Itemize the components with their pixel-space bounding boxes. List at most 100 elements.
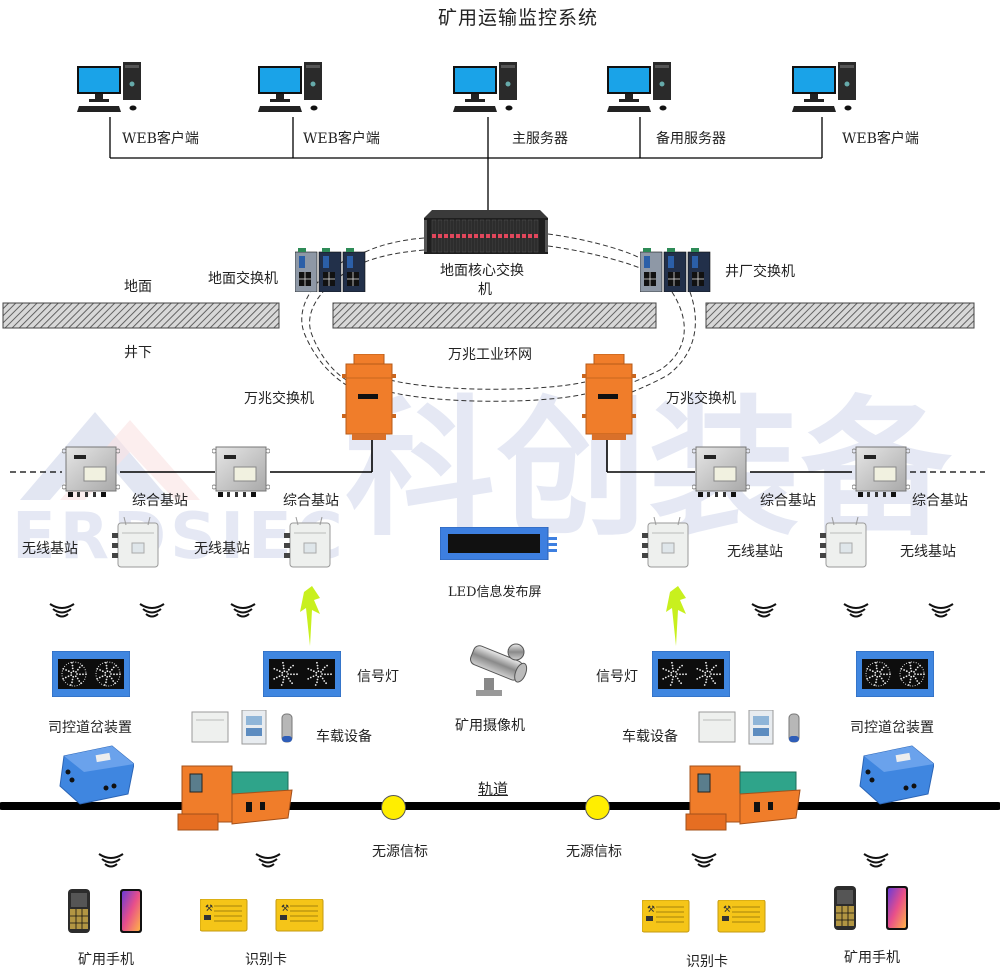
- computer-web-client[interactable]: [77, 62, 149, 116]
- beacon-label: 无源信标: [372, 844, 428, 860]
- wireless-access-point-icon: [284, 517, 331, 568]
- wireless-base-station-label: 无线基站: [22, 541, 78, 557]
- steel-base-station-icon: [212, 446, 270, 497]
- vehicle-equipment-set[interactable]: [190, 710, 310, 750]
- signal-light-label: 信号灯: [357, 669, 399, 685]
- wireless-base-station[interactable]: [818, 517, 868, 569]
- integrated-base-station[interactable]: [852, 445, 910, 501]
- locomotive-icon: [685, 765, 801, 831]
- signal-light[interactable]: [263, 651, 341, 697]
- vehicle-equipment-label: 车载设备: [622, 729, 678, 745]
- ground-layer-middle: [332, 302, 657, 329]
- mine-phones[interactable]: [66, 889, 146, 935]
- mobile-phone-icon: [68, 889, 142, 933]
- integrated-base-station-label: 综合基站: [760, 493, 816, 509]
- explosion-proof-switch-icon: [582, 354, 636, 440]
- zone-label-underground: 井下: [124, 345, 152, 361]
- computer-label: WEB客户端: [122, 131, 199, 147]
- ring-switch-label: 万兆交换机: [666, 391, 736, 407]
- wireless-base-station[interactable]: [282, 517, 332, 569]
- rack-switch-icon: [424, 210, 548, 254]
- switch-controller-box[interactable]: [858, 742, 934, 806]
- wireless-base-station-label: 无线基站: [900, 544, 956, 560]
- explosion-proof-switch-icon: [342, 354, 396, 440]
- integrated-base-station[interactable]: [692, 445, 750, 501]
- signal-light-icon: [652, 651, 730, 697]
- switch-controller-box[interactable]: [58, 742, 134, 806]
- steel-base-station-icon: [692, 446, 750, 497]
- shaft-switch-label: 井厂交换机: [725, 264, 795, 280]
- ground-switch[interactable]: [295, 248, 367, 292]
- switch-controller-display[interactable]: [856, 651, 934, 697]
- computer-web-client[interactable]: [792, 62, 864, 116]
- integrated-base-station-label: 综合基站: [132, 493, 188, 509]
- wireless-base-station[interactable]: [110, 517, 159, 569]
- computer-label: WEB客户端: [303, 131, 380, 147]
- industrial-switch-icon: [640, 248, 711, 292]
- wireless-base-station-label: 无线基站: [194, 541, 250, 557]
- svg-text:⚒: ⚒: [281, 904, 289, 914]
- shaft-switch[interactable]: [640, 248, 712, 292]
- id-card-icon: ⚒ ⚒: [200, 899, 324, 932]
- computer-web-client[interactable]: [258, 62, 330, 116]
- computer-label: 主服务器: [512, 131, 568, 147]
- desktop-computer-icon: [607, 62, 671, 112]
- id-cards[interactable]: ⚒ ⚒: [642, 900, 767, 934]
- camera-label: 矿用摄像机: [455, 718, 525, 734]
- id-cards[interactable]: ⚒ ⚒: [200, 899, 325, 933]
- desktop-computer-icon: [453, 62, 517, 112]
- diagram-title: 矿用运输监控系统: [438, 7, 599, 29]
- beacon-label: 无源信标: [566, 844, 622, 860]
- computer-backup-server[interactable]: [607, 62, 679, 116]
- ring-switch-explosion-proof[interactable]: [342, 354, 396, 440]
- mine-camera[interactable]: [462, 640, 534, 700]
- ground-layer-left: [2, 302, 280, 329]
- wireless-base-station-label: 无线基站: [727, 544, 783, 560]
- signal-light-icon: [263, 651, 341, 697]
- watermark-text-cn: 科创装备: [345, 383, 954, 557]
- core-switch-rack[interactable]: [424, 210, 548, 254]
- direction-display-icon: [856, 651, 934, 697]
- core-switch-label: 地面核心交换: [440, 263, 524, 279]
- ring-switch-label: 万兆交换机: [244, 391, 314, 407]
- steel-base-station-icon: [62, 446, 120, 497]
- vehicle-equipment-label: 车载设备: [316, 729, 372, 745]
- mine-phones[interactable]: [832, 886, 912, 932]
- ring-network-label: 万兆工业环网: [448, 347, 532, 363]
- mine-locomotive[interactable]: [176, 752, 296, 832]
- led-screen-label: LED信息发布屏: [448, 585, 542, 600]
- steel-base-station-icon: [852, 446, 910, 497]
- passive-beacon[interactable]: [585, 795, 610, 820]
- id-card-label: 识别卡: [245, 952, 287, 968]
- passive-beacon[interactable]: [381, 795, 406, 820]
- computer-label: 备用服务器: [656, 131, 726, 147]
- switch-box-icon: [859, 745, 934, 805]
- switch-controller-display[interactable]: [52, 651, 130, 697]
- integrated-base-station-label: 综合基站: [912, 493, 968, 509]
- ring-switch-explosion-proof[interactable]: [582, 354, 636, 440]
- led-info-screen[interactable]: [440, 527, 560, 560]
- wireless-base-station[interactable]: [640, 517, 690, 569]
- integrated-base-station-label: 综合基站: [283, 493, 339, 509]
- wireless-access-point-icon: [112, 517, 159, 568]
- wireless-access-point-icon: [820, 517, 867, 568]
- desktop-computer-icon: [258, 62, 322, 112]
- integrated-base-station[interactable]: [212, 445, 270, 501]
- wireless-access-point-icon: [642, 517, 689, 568]
- onboard-device-icon: [191, 710, 293, 745]
- mobile-phone-icon: [834, 886, 908, 930]
- id-card-icon: ⚒ ⚒: [642, 900, 766, 933]
- integrated-base-station[interactable]: [62, 445, 120, 501]
- led-screen-icon: [440, 527, 557, 560]
- signal-light-label: 信号灯: [596, 669, 638, 685]
- direction-display-icon: [52, 651, 130, 697]
- mine-locomotive[interactable]: [684, 752, 804, 832]
- computer-main-server[interactable]: [453, 62, 525, 116]
- vehicle-equipment-set[interactable]: [697, 710, 817, 750]
- switch-controller-label: 司控道岔装置: [48, 720, 132, 736]
- onboard-device-icon: [698, 710, 800, 745]
- svg-text:⚒: ⚒: [647, 905, 655, 915]
- industrial-switch-icon: [295, 248, 366, 292]
- switch-controller-label: 司控道岔装置: [850, 720, 934, 736]
- signal-light[interactable]: [652, 651, 730, 697]
